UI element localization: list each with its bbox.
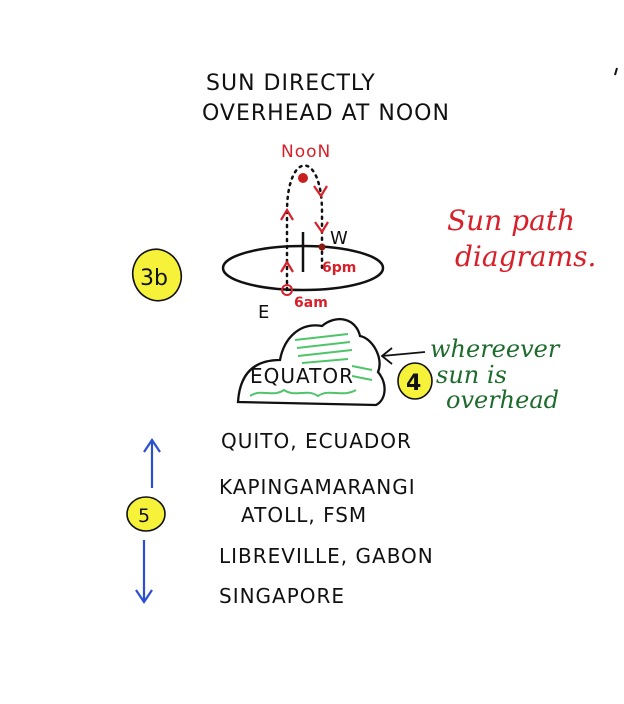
badge-4: 4 xyxy=(397,362,433,400)
blue-arrow-down xyxy=(135,540,153,604)
badge-3b: 3b xyxy=(131,248,183,302)
overhead-annotation: whereever sun is overhead xyxy=(380,335,561,414)
sun-path-annotation-line-1: Sun path xyxy=(447,204,575,237)
island-scribble-right xyxy=(351,365,373,381)
title-line-1: SUN DIRECTLY xyxy=(206,71,376,96)
latitude-arrows xyxy=(135,438,161,604)
sun-path-figure: NooN W 6pm E 6am xyxy=(221,142,385,323)
location-libreville: LIBREVILLE, GABON xyxy=(219,544,434,568)
blue-arrow-up xyxy=(143,438,161,488)
location-atoll-fsm: ATOLL, FSM xyxy=(241,503,367,527)
six-am-label: 6am xyxy=(294,295,328,311)
location-quito: QUITO, ECUADOR xyxy=(221,429,412,453)
up-arrow-upper xyxy=(280,207,294,221)
six-pm-label: 6pm xyxy=(322,260,356,276)
sunset-dot xyxy=(318,243,326,251)
badge-5-label: 5 xyxy=(138,505,150,527)
location-kapingamarangi: KAPINGAMARANGI xyxy=(219,475,416,499)
green-annotation-line-3: overhead xyxy=(446,386,559,414)
equator-island: EQUATOR xyxy=(236,318,386,407)
title-line-2: OVERHEAD AT NOON xyxy=(202,101,450,126)
down-arrow-lower xyxy=(314,221,329,235)
badge-3b-label: 3b xyxy=(140,266,168,291)
east-label: E xyxy=(258,302,269,323)
noon-sun-dot xyxy=(298,173,308,183)
noon-label: NooN xyxy=(281,142,331,162)
down-arrow-upper xyxy=(313,185,328,199)
west-label: W xyxy=(330,228,348,249)
badge-5: 5 xyxy=(126,496,166,532)
equator-label: EQUATOR xyxy=(250,364,354,388)
up-arrow-lower xyxy=(280,259,294,273)
green-annotation-line-1: whereever xyxy=(430,335,561,363)
badge-4-label: 4 xyxy=(406,371,421,396)
pointer-arrow xyxy=(380,347,426,365)
island-scribble-top xyxy=(294,333,353,364)
green-annotation-line-2: sun is xyxy=(436,361,507,389)
sunrise-dot xyxy=(281,284,293,296)
island-scribble-bottom xyxy=(249,388,357,398)
sun-path-annotation-line-2: diagrams. xyxy=(455,240,596,273)
location-singapore: SINGAPORE xyxy=(219,584,345,608)
stray-mark xyxy=(614,67,618,76)
